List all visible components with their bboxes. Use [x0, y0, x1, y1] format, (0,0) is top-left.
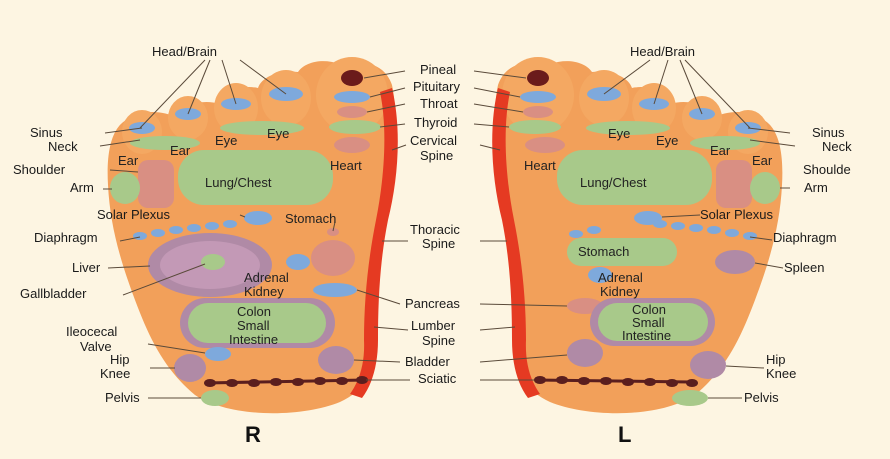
right-label-liver: Liver	[72, 260, 101, 275]
right-label-lung-chest: Lung/Chest	[205, 175, 272, 190]
right-stomach-zone	[311, 240, 355, 276]
right-arm-zone	[110, 172, 140, 204]
left-label-shoulder: Shoulde	[803, 162, 851, 177]
left-label-lung-chest: Lung/Chest	[580, 175, 647, 190]
right-label-head-brain: Head/Brain	[152, 44, 217, 59]
right-label-shoulder: Shoulder	[13, 162, 66, 177]
right-label-pelvis: Pelvis	[105, 390, 140, 405]
right-throat-zone	[337, 106, 367, 118]
left-pituitary-zone	[520, 91, 556, 103]
label-pineal: Pineal	[420, 62, 456, 77]
left-label-stomach: Stomach	[578, 244, 629, 259]
left-hip-zone	[690, 351, 726, 379]
label-spine-lumber: Spine	[422, 333, 455, 348]
left-label-ear-1: Ear	[710, 143, 731, 158]
left-label-neck: Neck	[822, 139, 852, 154]
left-throat-zone	[523, 106, 553, 118]
left-label-spleen: Spleen	[784, 260, 824, 275]
right-gallbladder-zone	[201, 254, 225, 270]
label-throat: Throat	[420, 96, 458, 111]
right-pituitary-zone	[334, 91, 370, 103]
right-label-sinus: Sinus	[30, 125, 63, 140]
left-label-ear-2: Ear	[752, 153, 773, 168]
left-label-adrenal: Adrenal	[598, 270, 643, 285]
left-label-head-brain: Head/Brain	[630, 44, 695, 59]
left-label-pelvis: Pelvis	[744, 390, 779, 405]
right-label-adrenal: Adrenal	[244, 270, 289, 285]
right-label-colon: Colon	[237, 304, 271, 319]
left-label-eye-2: Eye	[656, 133, 678, 148]
left-label-eye-1: Eye	[608, 126, 630, 141]
left-pelvis-zone	[672, 390, 708, 406]
right-label-intestine: Intestine	[229, 332, 278, 347]
right-label-small: Small	[237, 318, 270, 333]
right-label-ear: Ear	[118, 153, 139, 168]
right-pelvis-zone	[201, 390, 229, 406]
label-sciatic: Sciatic	[418, 371, 457, 386]
right-label-knee: Knee	[100, 366, 130, 381]
left-label-solar-plexus: Solar Plexus	[700, 207, 773, 222]
right-ileocecal-zone	[205, 347, 231, 361]
label-pancreas: Pancreas	[405, 296, 460, 311]
right-shoulder-zone	[138, 160, 174, 208]
label-thoracic: Thoracic	[410, 222, 460, 237]
left-bladder-zone	[567, 339, 603, 367]
right-label-valve: Valve	[80, 339, 112, 354]
left-label-diaphragm: Diaphragm	[773, 230, 837, 245]
right-thyroid-zone	[329, 120, 381, 134]
left-arm-zone	[750, 172, 780, 204]
right-hip-zone	[174, 354, 206, 382]
right-label-stomach: Stomach	[285, 211, 336, 226]
right-kidney-zone	[286, 254, 310, 270]
left-label-arm: Arm	[804, 180, 828, 195]
right-label-diaphragm: Diaphragm	[34, 230, 98, 245]
left-label-sinus: Sinus	[812, 125, 845, 140]
left-spleen-zone	[715, 250, 755, 274]
left-thyroid-zone	[509, 120, 561, 134]
right-label-solar-plexus: Solar Plexus	[97, 207, 170, 222]
left-heart-zone	[525, 137, 565, 153]
left-shoulder-zone	[716, 160, 752, 208]
right-label-gallbladder: Gallbladder	[20, 286, 87, 301]
left-label-hip: Hip	[766, 352, 786, 367]
right-pineal-zone	[341, 70, 363, 86]
right-label-kidney: Kidney	[244, 284, 284, 299]
left-foot-letter: L	[618, 422, 631, 447]
label-spine-thoracic: Spine	[422, 236, 455, 251]
left-label-kidney: Kidney	[600, 284, 640, 299]
right-foot-letter: R	[245, 422, 261, 447]
right-pancreas-zone	[313, 283, 357, 297]
right-label-ileocecal: Ileocecal	[66, 324, 117, 339]
right-solar-plexus-zone	[244, 211, 272, 225]
right-bladder-zone	[318, 346, 354, 374]
left-label-knee: Knee	[766, 366, 796, 381]
right-label-neck: Neck	[48, 139, 78, 154]
label-pituitary: Pituitary	[413, 79, 460, 94]
right-label-ear-inner: Ear	[170, 143, 191, 158]
label-bladder: Bladder	[405, 354, 450, 369]
right-label-hip: Hip	[110, 352, 130, 367]
right-label-heart: Heart	[330, 158, 362, 173]
left-label-heart: Heart	[524, 158, 556, 173]
right-label-eye-2: Eye	[267, 126, 289, 141]
label-thyroid: Thyroid	[414, 115, 457, 130]
right-label-eye-1: Eye	[215, 133, 237, 148]
left-pineal-zone	[527, 70, 549, 86]
left-label-intestine: Intestine	[622, 328, 671, 343]
right-heart-zone	[334, 137, 370, 153]
label-spine-cervical: Spine	[420, 148, 453, 163]
label-cervical: Cervical	[410, 133, 457, 148]
right-label-arm: Arm	[70, 180, 94, 195]
label-lumber: Lumber	[411, 318, 456, 333]
